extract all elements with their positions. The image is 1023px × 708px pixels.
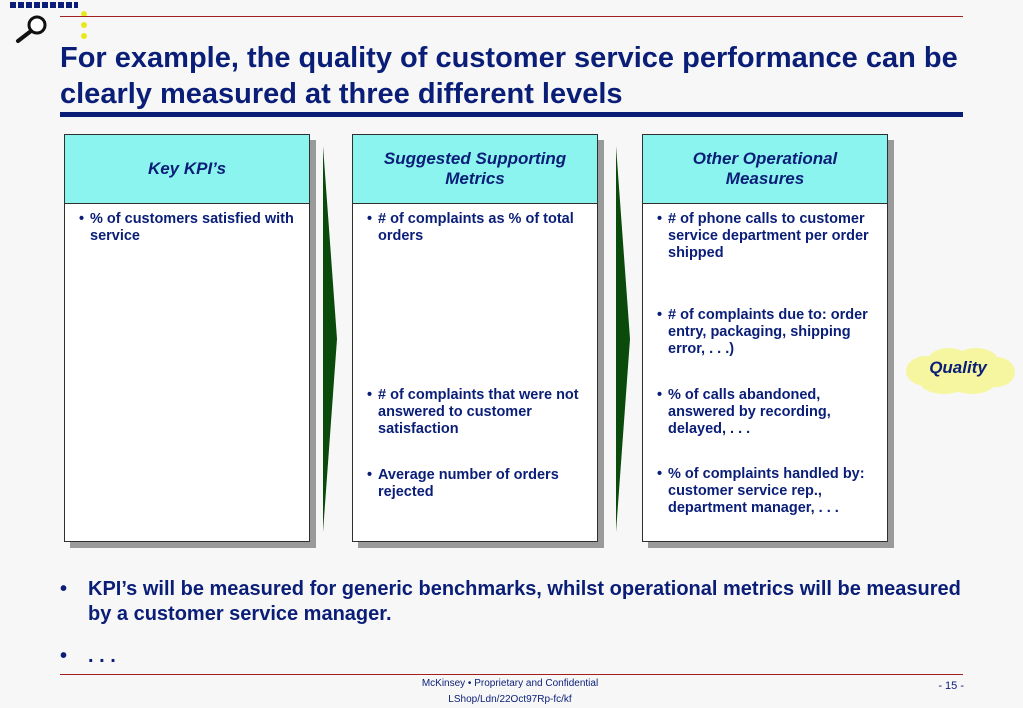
column-header-label: Suggested Supporting Metrics — [383, 149, 567, 188]
column-supporting-metrics: Suggested Supporting Metrics # of compla… — [352, 134, 598, 542]
title-rule — [60, 112, 963, 117]
quality-label: Quality — [929, 358, 987, 377]
list-item: # of complaints that were not answered t… — [367, 387, 585, 438]
column-header: Other Operational Measures — [643, 135, 887, 204]
column-header-label: Key KPI’s — [147, 159, 227, 178]
list-item: # of complaints due to: order entry, pac… — [657, 307, 875, 358]
column-header-label: Other Operational Measures — [692, 149, 838, 188]
column-header: Key KPI’s — [65, 135, 309, 204]
magnifier-icon — [16, 15, 47, 43]
quality-cloud — [906, 348, 1015, 394]
bullet-point: . . . — [60, 644, 968, 669]
list-item: % of complaints handled by: customer ser… — [657, 466, 875, 517]
footer-confidential: McKinsey • Proprietary and Confidential — [421, 678, 599, 689]
list-item: # of complaints as % of total orders — [367, 211, 585, 245]
chevron-arrow — [616, 146, 630, 532]
footer-doc-code: LShop/Ldn/22Oct97Rp-fc/kf — [448, 694, 572, 705]
list-item: Average number of orders rejected — [367, 467, 585, 501]
column-header: Suggested Supporting Metrics — [353, 135, 597, 204]
footer-rule — [60, 674, 963, 675]
bullet-point: KPI’s will be measured for generic bench… — [60, 577, 968, 627]
decor-dots — [81, 11, 87, 39]
chevron-arrow — [323, 146, 337, 532]
column-operational-measures: Other Operational Measures # of phone ca… — [642, 134, 888, 542]
page-number: - 15 - — [938, 680, 964, 692]
list-item: # of phone calls to customer service dep… — [657, 211, 875, 262]
top-rule — [60, 16, 963, 17]
list-item: % of calls abandoned, answered by record… — [657, 387, 875, 438]
logo-dots — [10, 2, 78, 8]
list-item: % of customers satisfied with service — [79, 211, 297, 245]
column-key-kpis: Key KPI’s % of customers satisfied with … — [64, 134, 310, 542]
slide-title: For example, the quality of customer ser… — [60, 42, 958, 110]
